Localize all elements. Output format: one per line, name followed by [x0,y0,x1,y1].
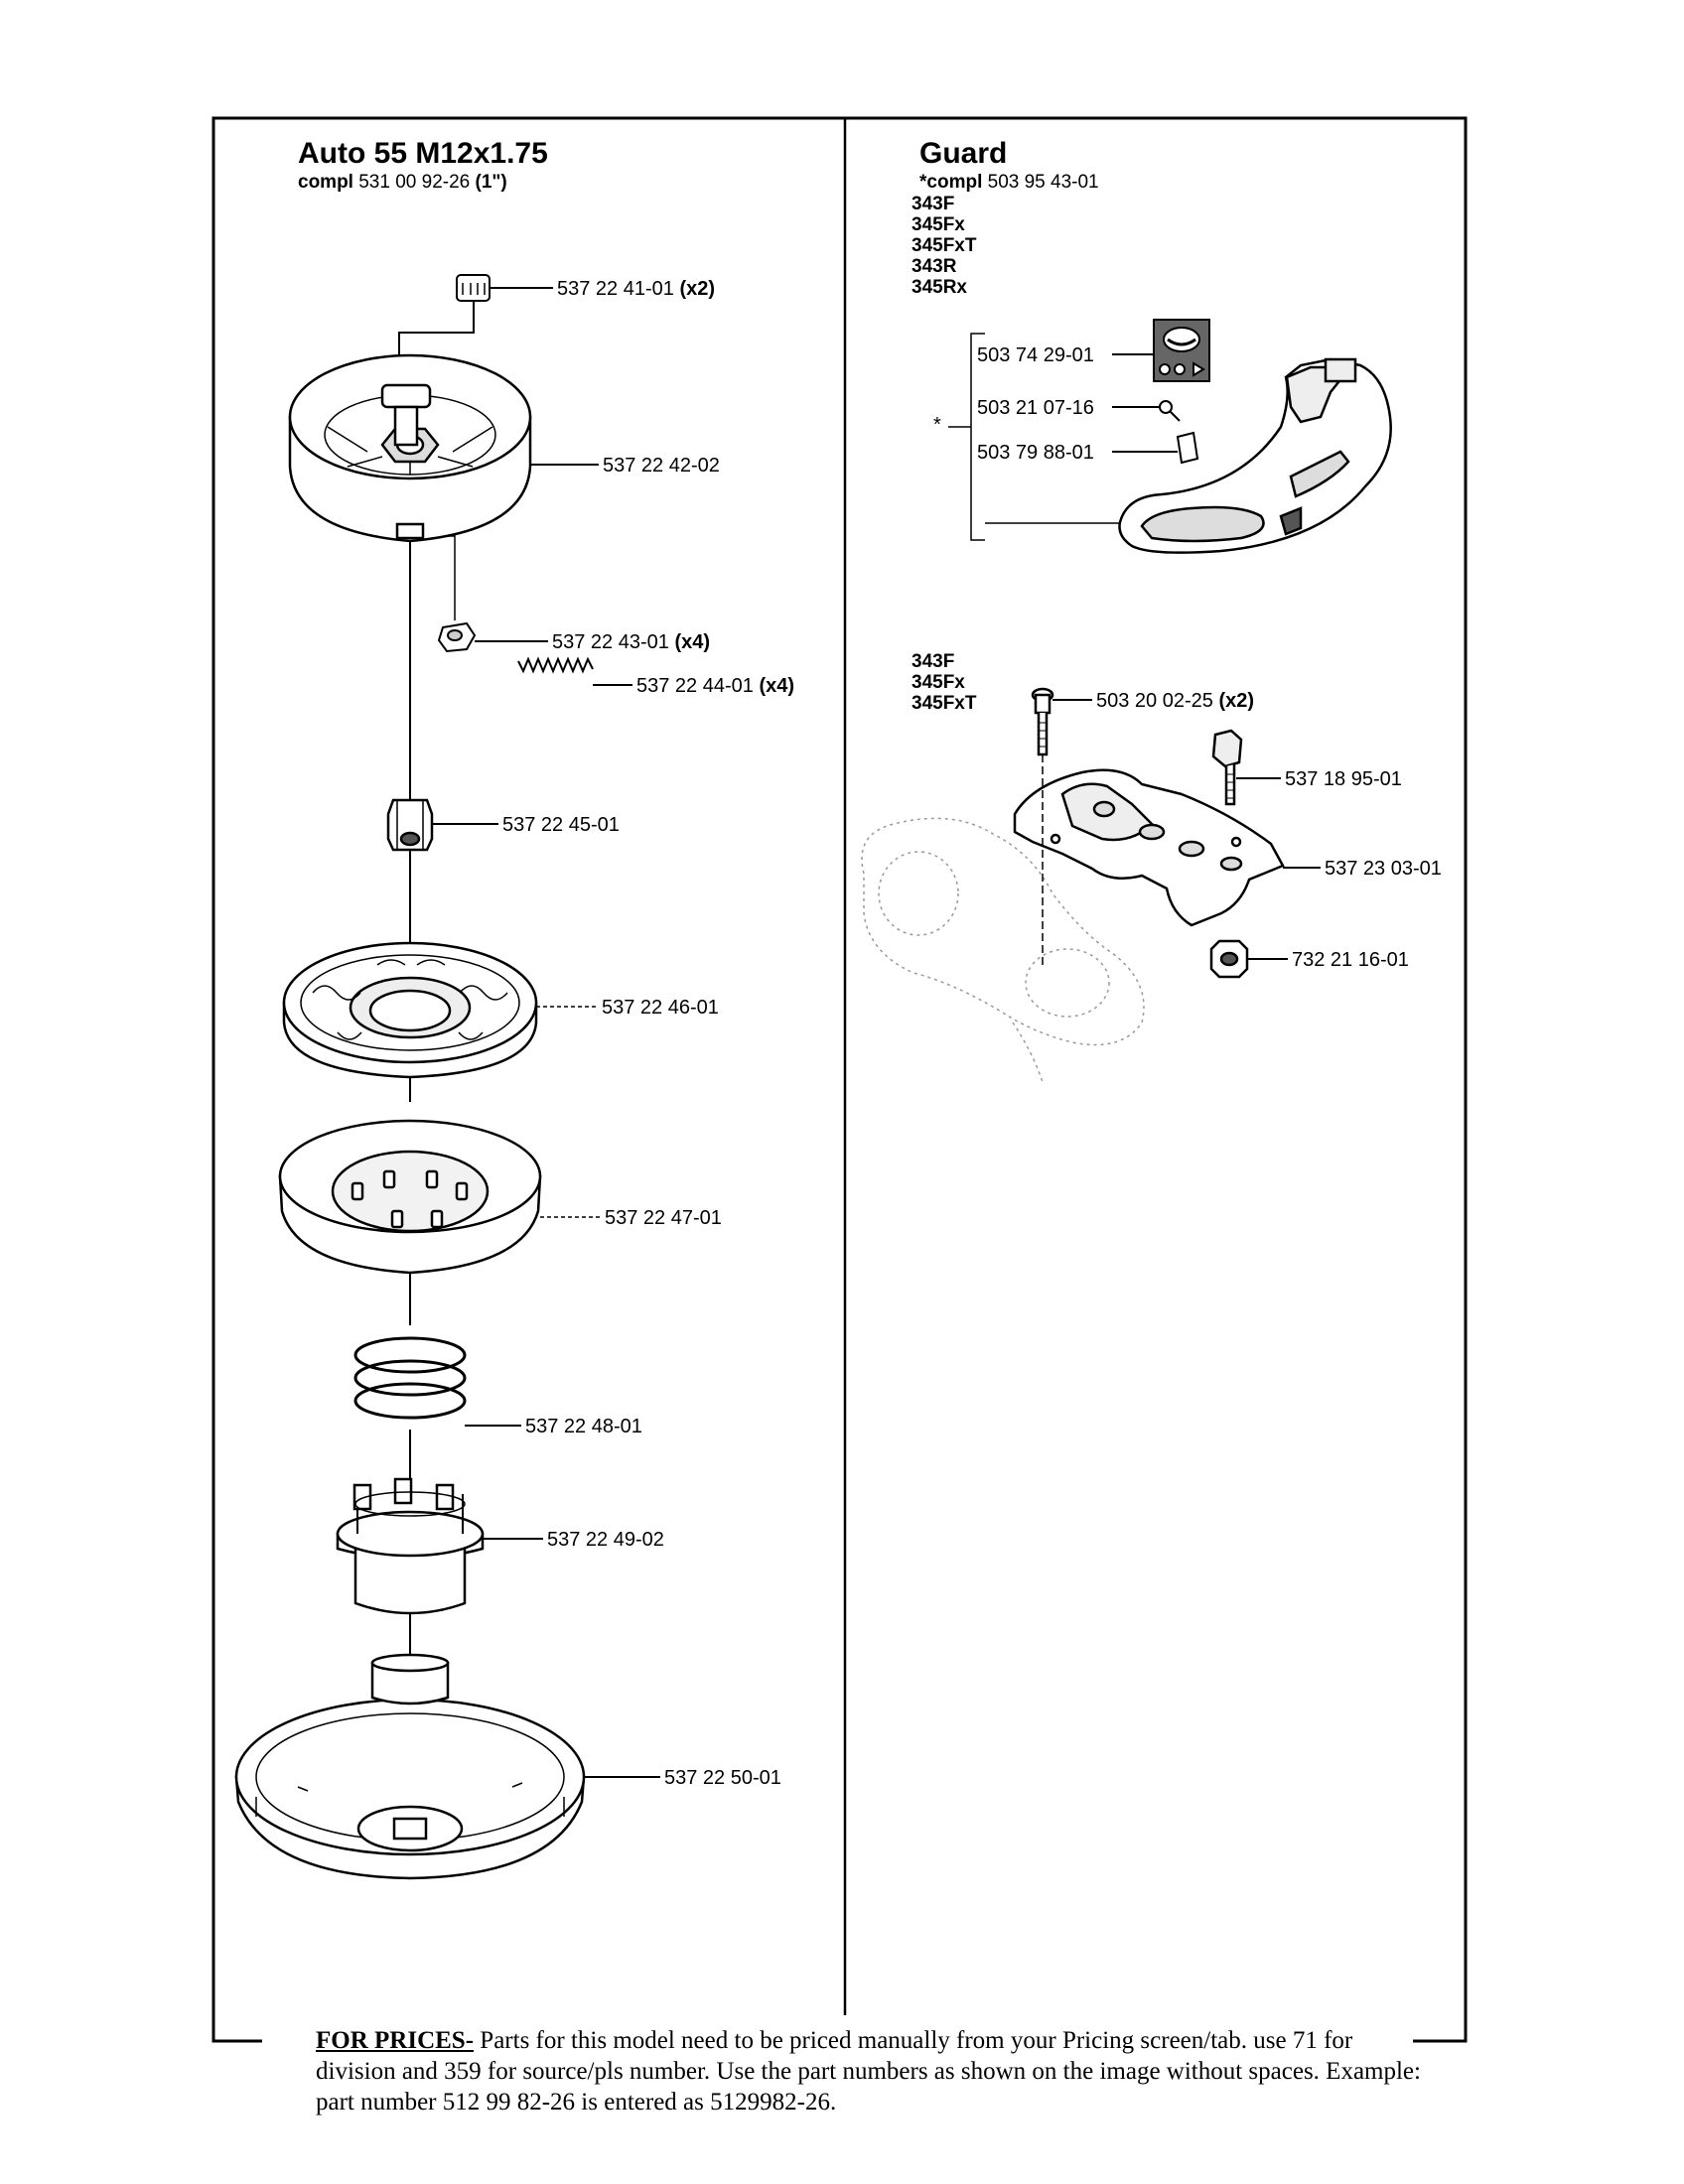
guard-model-343f: 343F [912,194,954,214]
left-panel-title: Auto 55 M12x1.75 [298,137,548,170]
shield-model-345fx: 345Fx [912,672,965,693]
lock-nut-part [1209,939,1249,979]
part-label-537-22-50-01: 537 22 50-01 [664,1767,781,1789]
nut-part [386,798,434,852]
guard-kit-asterisk: * [933,414,941,436]
pricing-note-heading: FOR PRICES- [316,2027,475,2054]
part-label-537-18-95-01: 537 18 95-01 [1285,768,1402,790]
guard-part [1118,357,1392,554]
right-panel-subtitle: *compl 503 95 43-01 [919,172,1099,193]
part-label-537-22-46-01: 537 22 46-01 [602,997,719,1019]
part-label-537-22-49-02: 537 22 49-02 [547,1529,664,1551]
part-label-537-22-42-02: 537 22 42-02 [603,455,720,477]
spool-disc-part [282,941,538,1079]
part-label-537-22-44-01: 537 22 44-01 (x4) [636,675,794,697]
lower-spool-part [278,1119,542,1275]
pricing-note-text: Parts for this model need to be priced m… [316,2027,1421,2116]
warning-decal-part [1153,319,1210,382]
plate-part [1176,431,1199,465]
part-label-537-22-47-01: 537 22 47-01 [605,1207,722,1229]
part-label-537-22-48-01: 537 22 48-01 [525,1416,642,1437]
guard-kit-bracket [948,333,985,541]
part-label-537-22-45-01: 537 22 45-01 [502,814,620,836]
small-spring-part [517,656,594,674]
upper-housing-part [288,353,532,543]
engine-ghost-outline [861,817,1145,1083]
part-label-537-23-03-01: 537 23 03-01 [1325,858,1442,880]
part-label-503-20-02-25: 503 20 02-25 (x2) [1096,690,1254,712]
guard-model-345fx: 345Fx [912,214,965,235]
pawl-part [437,621,477,653]
part-label-503-79-88-01: 503 79 88-01 [977,442,1094,464]
long-bolt-part [1031,687,1054,756]
part-label-503-74-29-01: 503 74 29-01 [977,344,1094,366]
guard-model-345fxt: 345FxT [912,235,977,256]
base-cap-part [234,1653,586,1880]
guard-model-343r: 343R [912,256,957,277]
part-label-732-21-16-01: 732 21 16-01 [1292,949,1409,971]
shield-model-345fxt: 345FxT [912,693,977,714]
shield-model-343f: 343F [912,651,954,672]
screw-part [1159,400,1181,422]
right-panel-title: Guard [919,137,1007,170]
part-label-503-21-07-16: 503 21 07-16 [977,397,1094,419]
left-panel-subtitle: compl 531 00 92-26 (1") [298,172,507,193]
coil-spring-part [353,1336,467,1420]
part-label-537-22-43-01: 537 22 43-01 (x4) [552,631,710,653]
frame [211,116,1468,2043]
pawl-leader-path [445,535,456,620]
pricing-note: FOR PRICES- Parts for this model need to… [316,2025,1428,2117]
part-label-537-22-41-01: 537 22 41-01 (x2) [557,278,715,300]
guard-model-345rx: 345Rx [912,277,967,298]
knob-bolt-part [1211,729,1243,806]
hub-part [336,1477,485,1615]
heat-shield-part [1013,768,1285,927]
